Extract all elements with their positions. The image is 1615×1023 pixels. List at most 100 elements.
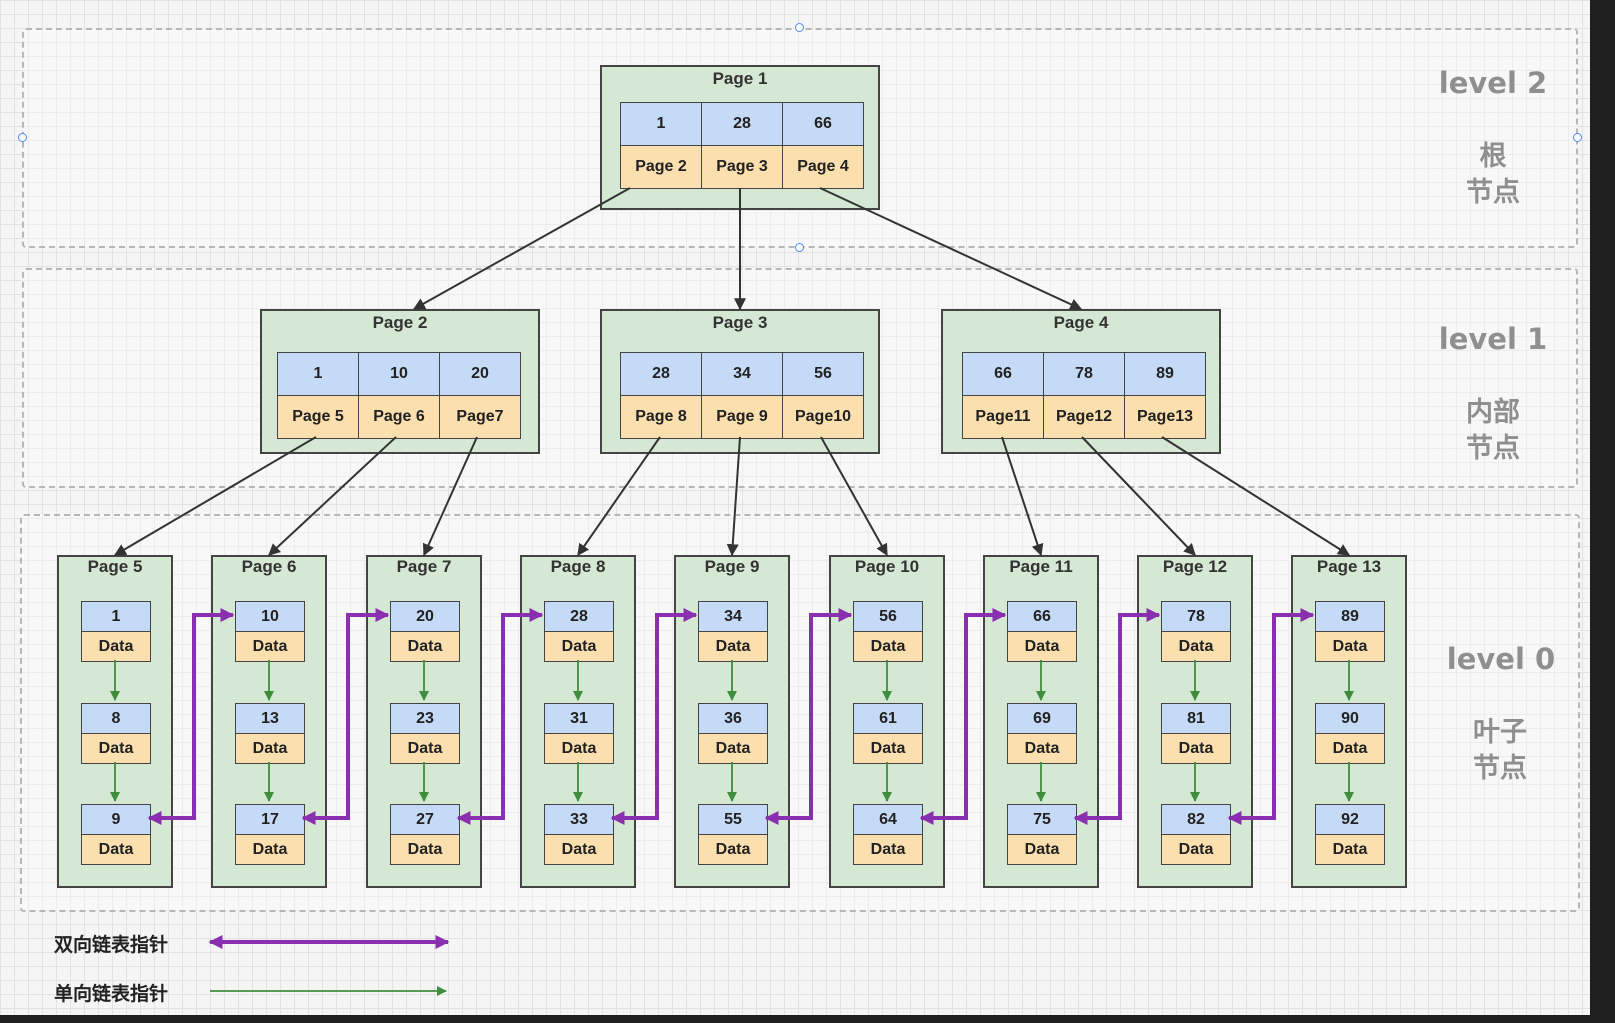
key-cell: 69	[1007, 703, 1077, 734]
data-cell: Data	[390, 631, 460, 662]
data-cell: Data	[81, 733, 151, 764]
level-0-sub-2: 节点	[1473, 753, 1527, 784]
double-link-arrow	[1073, 608, 1161, 825]
data-cell: Data	[235, 834, 305, 865]
double-link-arrow	[147, 608, 235, 825]
root-page[interactable]: Page 1 1 28 66 Page 2 Page 3 Page 4	[600, 65, 880, 210]
key-cell: 78	[1043, 352, 1125, 396]
data-cell: Data	[390, 834, 460, 865]
pointer-cell: Page 4	[782, 145, 864, 189]
level-0-sub-1: 叶子	[1473, 717, 1527, 748]
key-cell: 55	[698, 804, 768, 835]
page-title: Page 11	[1009, 557, 1073, 576]
double-link-arrow	[764, 608, 853, 825]
legend-single-label: 单向链表指针	[54, 983, 169, 1005]
tree-edge	[113, 436, 317, 556]
key-cell: 10	[358, 352, 440, 396]
key-cell: 28	[544, 601, 614, 632]
key-cell: 33	[544, 804, 614, 835]
key-cell: 1	[620, 102, 702, 146]
tree-edge	[726, 436, 741, 557]
data-cell: Data	[81, 631, 151, 662]
key-cell: 17	[235, 804, 305, 835]
data-cell: Data	[698, 631, 768, 662]
level-1-sub-1: 内部	[1466, 397, 1520, 428]
level-1-title: level 1	[1438, 322, 1548, 356]
tree-edge	[422, 436, 478, 557]
pointer-cell: Page 9	[701, 395, 783, 439]
level-2-sub-1: 根	[1479, 141, 1507, 172]
data-cell: Data	[544, 834, 614, 865]
internal-page-4[interactable]: Page 4 66 78 89 Page11 Page12 Page13	[941, 309, 1221, 454]
double-link-arrow	[610, 608, 698, 825]
page-title: Page 10	[854, 557, 920, 576]
double-link-arrow	[919, 608, 1007, 825]
data-cell: Data	[1161, 834, 1231, 865]
page-title: Page 1	[712, 69, 768, 88]
data-cell: Data	[853, 834, 923, 865]
resize-handle-right[interactable]	[1573, 133, 1582, 142]
pointer-cell: Page 8	[620, 395, 702, 439]
pointer-cell: Page 3	[701, 145, 783, 189]
key-cell: 66	[1007, 601, 1077, 632]
key-cell: 89	[1315, 601, 1385, 632]
page-title: Page 7	[396, 557, 452, 576]
data-cell: Data	[1315, 834, 1385, 865]
legend-double-label: 双向链表指针	[54, 934, 169, 956]
key-cell: 10	[235, 601, 305, 632]
page-title: Page 5	[87, 557, 143, 576]
key-cell: 27	[390, 804, 460, 835]
double-link-arrow	[301, 608, 390, 825]
key-cell: 20	[439, 352, 521, 396]
tree-edge	[1161, 436, 1351, 556]
tree-edge	[1081, 436, 1196, 556]
page-title: Page 9	[704, 557, 760, 576]
internal-page-3[interactable]: Page 3 28 34 56 Page 8 Page 9 Page10	[600, 309, 880, 454]
window-edge	[1590, 0, 1615, 1023]
data-cell: Data	[1161, 631, 1231, 662]
pointer-cell: Page10	[782, 395, 864, 439]
key-cell: 82	[1161, 804, 1231, 835]
page-title: Page 3	[712, 313, 768, 332]
resize-handle-top[interactable]	[795, 23, 804, 32]
level-2-sub-2: 节点	[1466, 177, 1520, 208]
data-cell: Data	[1161, 733, 1231, 764]
data-cell: Data	[544, 733, 614, 764]
data-cell: Data	[81, 834, 151, 865]
data-cell: Data	[1315, 733, 1385, 764]
resize-handle-left[interactable]	[18, 133, 27, 142]
key-cell: 75	[1007, 804, 1077, 835]
data-cell: Data	[698, 834, 768, 865]
pointer-cell: Page11	[962, 395, 1044, 439]
tree-edge	[577, 436, 661, 556]
level-2-title: level 2	[1438, 66, 1548, 100]
data-cell: Data	[1007, 631, 1077, 662]
page-title: Page 8	[550, 557, 606, 576]
pointer-cell: Page 6	[358, 395, 440, 439]
key-cell: 90	[1315, 703, 1385, 734]
key-cell: 31	[544, 703, 614, 734]
internal-page-2[interactable]: Page 2 1 10 20 Page 5 Page 6 Page7	[260, 309, 540, 454]
key-cell: 81	[1161, 703, 1231, 734]
page-title: Page 12	[1162, 557, 1228, 576]
resize-handle-bottom[interactable]	[795, 243, 804, 252]
data-cell: Data	[698, 733, 768, 764]
key-cell: 64	[853, 804, 923, 835]
pointer-cell: Page 5	[277, 395, 359, 439]
key-cell: 9	[81, 804, 151, 835]
data-cell: Data	[1315, 631, 1385, 662]
pointer-cell: Page 2	[620, 145, 702, 189]
page-title: Page 13	[1316, 557, 1382, 576]
level-0-title: level 0	[1446, 642, 1556, 676]
data-cell: Data	[1007, 733, 1077, 764]
tree-edge	[268, 436, 397, 556]
tree-edge	[412, 187, 631, 310]
page-title: Page 2	[372, 313, 428, 332]
tree-edge	[819, 187, 1083, 310]
double-link-arrow	[456, 608, 544, 825]
page-title: Page 6	[241, 557, 297, 576]
tree-edge	[820, 436, 888, 557]
key-cell: 23	[390, 703, 460, 734]
pointer-cell: Page12	[1043, 395, 1125, 439]
